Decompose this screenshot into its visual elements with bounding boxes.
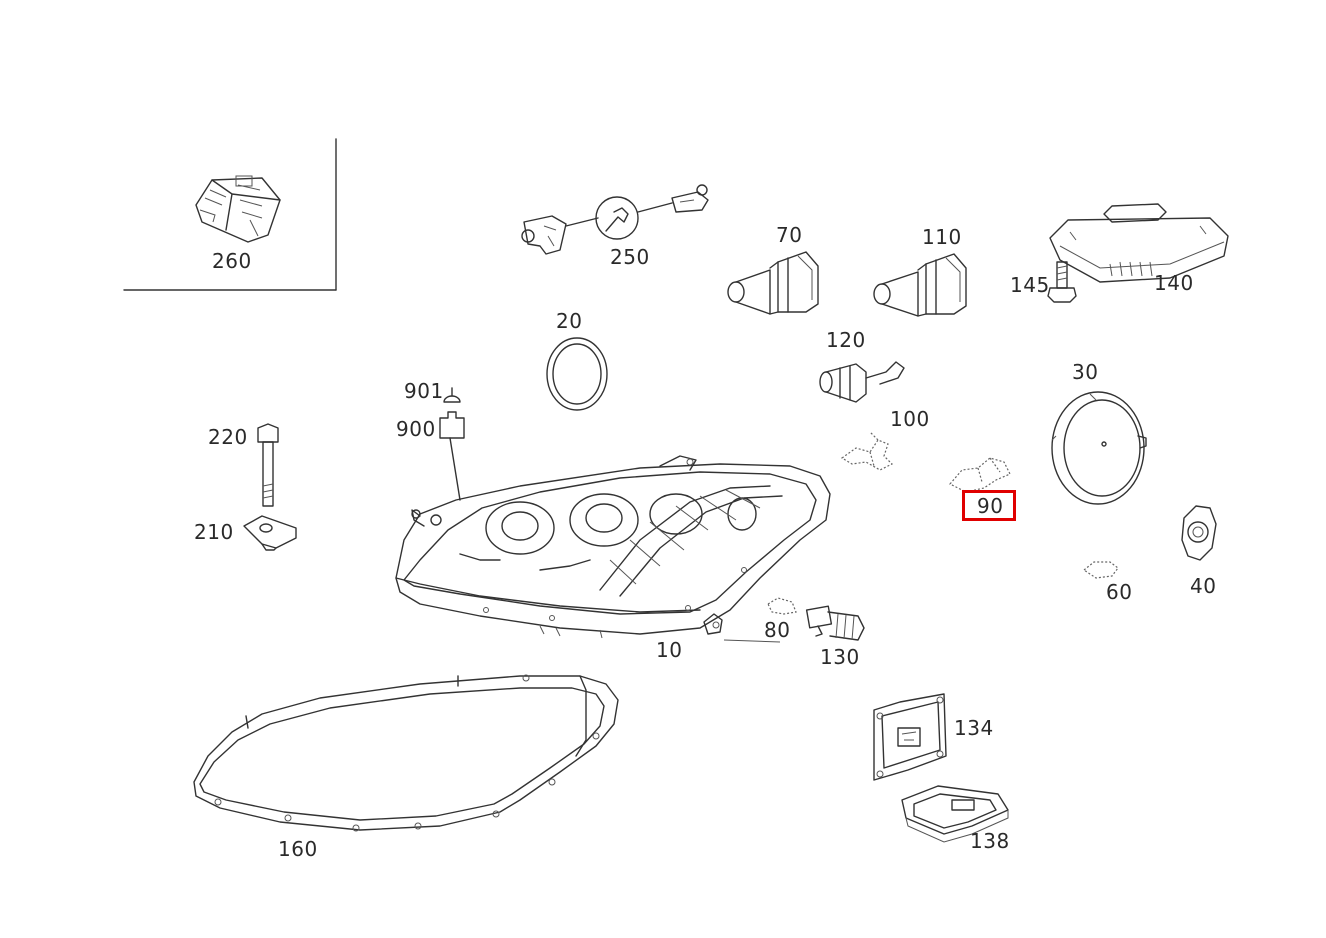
part-120-bulb-socket[interactable] xyxy=(819,361,905,403)
label-part-100[interactable]: 100 xyxy=(890,407,930,431)
label-part-120[interactable]: 120 xyxy=(826,328,866,352)
part-20-seal-ring[interactable] xyxy=(546,337,608,411)
part-90-wire-harness[interactable] xyxy=(949,457,1011,493)
part-70-bulb[interactable] xyxy=(727,251,819,315)
label-part-901[interactable]: 901 xyxy=(404,379,444,403)
part-130-ignitor[interactable] xyxy=(805,605,865,641)
label-part-130[interactable]: 130 xyxy=(820,645,860,669)
label-part-30[interactable]: 30 xyxy=(1072,360,1099,384)
label-part-140[interactable]: 140 xyxy=(1154,271,1194,295)
label-part-260[interactable]: 260 xyxy=(212,249,252,273)
part-260-connector[interactable] xyxy=(195,175,281,243)
part-900-connector[interactable] xyxy=(439,411,465,501)
part-60-small-bulb[interactable] xyxy=(1082,561,1119,579)
part-210-clip-nut[interactable] xyxy=(243,515,297,551)
part-100-wire-harness[interactable] xyxy=(840,431,894,471)
part-250-linkage[interactable] xyxy=(521,184,709,255)
part-10-headlamp-assembly[interactable] xyxy=(395,455,831,643)
label-part-250[interactable]: 250 xyxy=(610,245,650,269)
part-134-bracket[interactable] xyxy=(873,693,947,781)
label-part-60[interactable]: 60 xyxy=(1106,580,1133,604)
label-part-40[interactable]: 40 xyxy=(1190,574,1217,598)
label-part-10[interactable]: 10 xyxy=(656,638,683,662)
label-part-70[interactable]: 70 xyxy=(776,223,803,247)
label-part-134[interactable]: 134 xyxy=(954,716,994,740)
label-part-900[interactable]: 900 xyxy=(396,417,436,441)
part-110-bulb[interactable] xyxy=(873,253,967,317)
label-part-90[interactable]: 90 xyxy=(977,494,1004,518)
label-part-160[interactable]: 160 xyxy=(278,837,318,861)
inset-frame-260 xyxy=(123,138,337,291)
part-220-bolt[interactable] xyxy=(257,423,279,507)
part-40-bulb-holder[interactable] xyxy=(1181,505,1217,561)
label-part-110[interactable]: 110 xyxy=(922,225,962,249)
label-part-210[interactable]: 210 xyxy=(194,520,234,544)
part-80-clip[interactable] xyxy=(767,597,797,615)
label-part-80[interactable]: 80 xyxy=(764,618,791,642)
part-138-ballast[interactable] xyxy=(901,785,1009,843)
part-140-control-module[interactable] xyxy=(1049,203,1229,283)
label-part-220[interactable]: 220 xyxy=(208,425,248,449)
label-part-138[interactable]: 138 xyxy=(970,829,1010,853)
part-145-screw[interactable] xyxy=(1047,261,1077,303)
part-901-cap[interactable] xyxy=(443,387,461,403)
part-160-lens[interactable] xyxy=(193,674,619,832)
label-part-20[interactable]: 20 xyxy=(556,309,583,333)
part-30-cover-cap[interactable] xyxy=(1051,391,1147,505)
label-part-145[interactable]: 145 xyxy=(1010,273,1050,297)
